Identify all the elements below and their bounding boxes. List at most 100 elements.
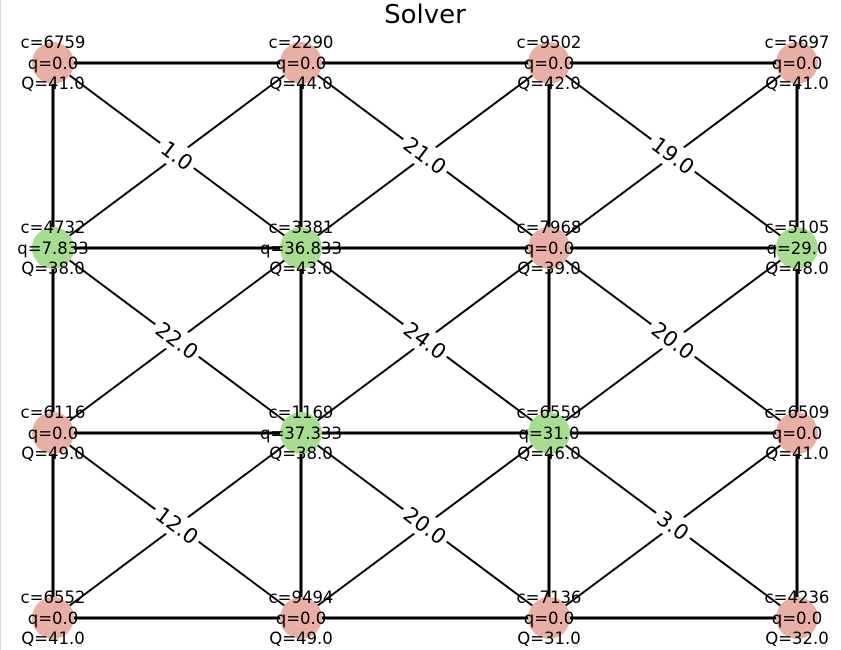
- edge-label: 24.0: [395, 313, 455, 368]
- edge-label-background: [643, 313, 703, 368]
- nodes-layer: c=6759q=0.0Q=41.0c=2290q=0.0Q=44.0c=9502…: [17, 33, 829, 648]
- node-q-value: q=31.0: [518, 424, 579, 443]
- node-circle: [528, 597, 570, 639]
- graph-node: c=5697 q=0.0Q=41.0: [765, 33, 830, 93]
- node-capacity-value: Q=41.0: [21, 629, 85, 648]
- edge-label: 1.0: [152, 132, 202, 179]
- node-q-value: q=7.833: [17, 239, 89, 258]
- node-q-value: q=0.0: [276, 609, 327, 628]
- node-circle: [280, 597, 322, 639]
- node-q-value: q=37.333: [260, 424, 342, 443]
- node-q-value: q=0.0: [28, 54, 79, 73]
- node-capacity-value: Q=31.0: [517, 629, 581, 648]
- node-c-value: c=6116: [21, 403, 86, 422]
- node-circle: [32, 42, 74, 84]
- node-circle: [776, 227, 818, 269]
- node-circle: [528, 227, 570, 269]
- figure-title: Solver: [384, 0, 466, 30]
- node-q-value: q=0.0: [28, 424, 79, 443]
- node-c-value: c=9494: [269, 588, 334, 607]
- node-circle: [776, 42, 818, 84]
- node-circle: [280, 227, 322, 269]
- node-c-value: c=7136: [517, 588, 582, 607]
- graph-node: c=6552 q=0.0Q=41.0: [21, 588, 86, 648]
- node-q-value: q=36.833: [260, 239, 342, 258]
- edge-label-background: [395, 498, 455, 553]
- node-c-value: c=2290: [269, 33, 334, 52]
- node-q-value: q=0.0: [28, 609, 79, 628]
- edge-label: 19.0: [643, 128, 703, 183]
- edge-label: 22.0: [147, 313, 207, 368]
- node-q-value: q=0.0: [772, 424, 823, 443]
- node-capacity-value: Q=39.0: [517, 259, 581, 278]
- node-c-value: c=5697: [765, 33, 830, 52]
- node-q-value: q=0.0: [772, 609, 823, 628]
- edge-label-background: [648, 502, 698, 549]
- node-capacity-value: Q=38.0: [269, 444, 333, 463]
- edge-labels-layer: 1.0 21.0 19.0 22.0 24.0 20.0 12.0 20.0 3.0: [147, 128, 703, 553]
- node-capacity-value: Q=42.0: [517, 74, 581, 93]
- node-c-value: c=5105: [765, 218, 830, 237]
- graph-node: c=9502 q=0.0Q=42.0: [517, 33, 582, 93]
- edge-label-background: [395, 313, 455, 368]
- node-c-value: c=4732: [21, 218, 86, 237]
- node-c-value: c=6552: [21, 588, 86, 607]
- graph-node: c=2290 q=0.0Q=44.0: [269, 33, 334, 93]
- edge-label: 3.0: [648, 502, 698, 549]
- node-capacity-value: Q=49.0: [21, 444, 85, 463]
- edge-label-background: [147, 498, 207, 553]
- node-c-value: c=4236: [765, 588, 830, 607]
- edge-label: 20.0: [643, 313, 703, 368]
- node-c-value: c=6759: [21, 33, 86, 52]
- graph-node: c=7136 q=0.0Q=31.0: [517, 588, 582, 648]
- node-capacity-value: Q=41.0: [765, 74, 829, 93]
- node-capacity-value: Q=44.0: [269, 74, 333, 93]
- edge-label-background: [643, 128, 703, 183]
- node-c-value: c=7968: [517, 218, 582, 237]
- edge-label-background: [152, 132, 202, 179]
- graph-node: c=5105 q=29.0Q=48.0: [765, 218, 830, 278]
- node-circle: [32, 412, 74, 454]
- node-circle: [776, 412, 818, 454]
- node-q-value: q=0.0: [772, 54, 823, 73]
- node-c-value: c=9502: [517, 33, 582, 52]
- node-capacity-value: Q=41.0: [21, 74, 85, 93]
- node-circle: [776, 597, 818, 639]
- node-capacity-value: Q=38.0: [21, 259, 85, 278]
- node-circle: [280, 42, 322, 84]
- node-c-value: c=1169: [269, 403, 334, 422]
- node-circle: [280, 412, 322, 454]
- edge-label: 20.0: [395, 498, 455, 553]
- node-circle: [528, 42, 570, 84]
- node-capacity-value: Q=41.0: [765, 444, 829, 463]
- node-capacity-value: Q=46.0: [517, 444, 581, 463]
- node-capacity-value: Q=43.0: [269, 259, 333, 278]
- edge-label-background: [395, 128, 455, 183]
- graph-node: c=6759 q=0.0Q=41.0: [21, 33, 86, 93]
- node-q-value: q=0.0: [524, 54, 575, 73]
- node-q-value: q=0.0: [276, 54, 327, 73]
- graph-node: c=4236 q=0.0Q=32.0: [765, 588, 830, 648]
- figure-left-border: [0, 0, 1, 650]
- graph-node: c=6116 q=0.0Q=49.0: [21, 403, 86, 463]
- node-q-value: q=0.0: [524, 609, 575, 628]
- edge-label: 12.0: [147, 498, 207, 553]
- graph-node: c=9494 q=0.0Q=49.0: [269, 588, 334, 648]
- node-c-value: c=3381: [269, 218, 334, 237]
- node-capacity-value: Q=49.0: [269, 629, 333, 648]
- edge-label: 21.0: [395, 128, 455, 183]
- node-capacity-value: Q=48.0: [765, 259, 829, 278]
- node-q-value: q=29.0: [766, 239, 827, 258]
- edge-label-background: [147, 313, 207, 368]
- node-circle: [32, 597, 74, 639]
- node-capacity-value: Q=32.0: [765, 629, 829, 648]
- node-circle: [528, 412, 570, 454]
- node-circle: [32, 227, 74, 269]
